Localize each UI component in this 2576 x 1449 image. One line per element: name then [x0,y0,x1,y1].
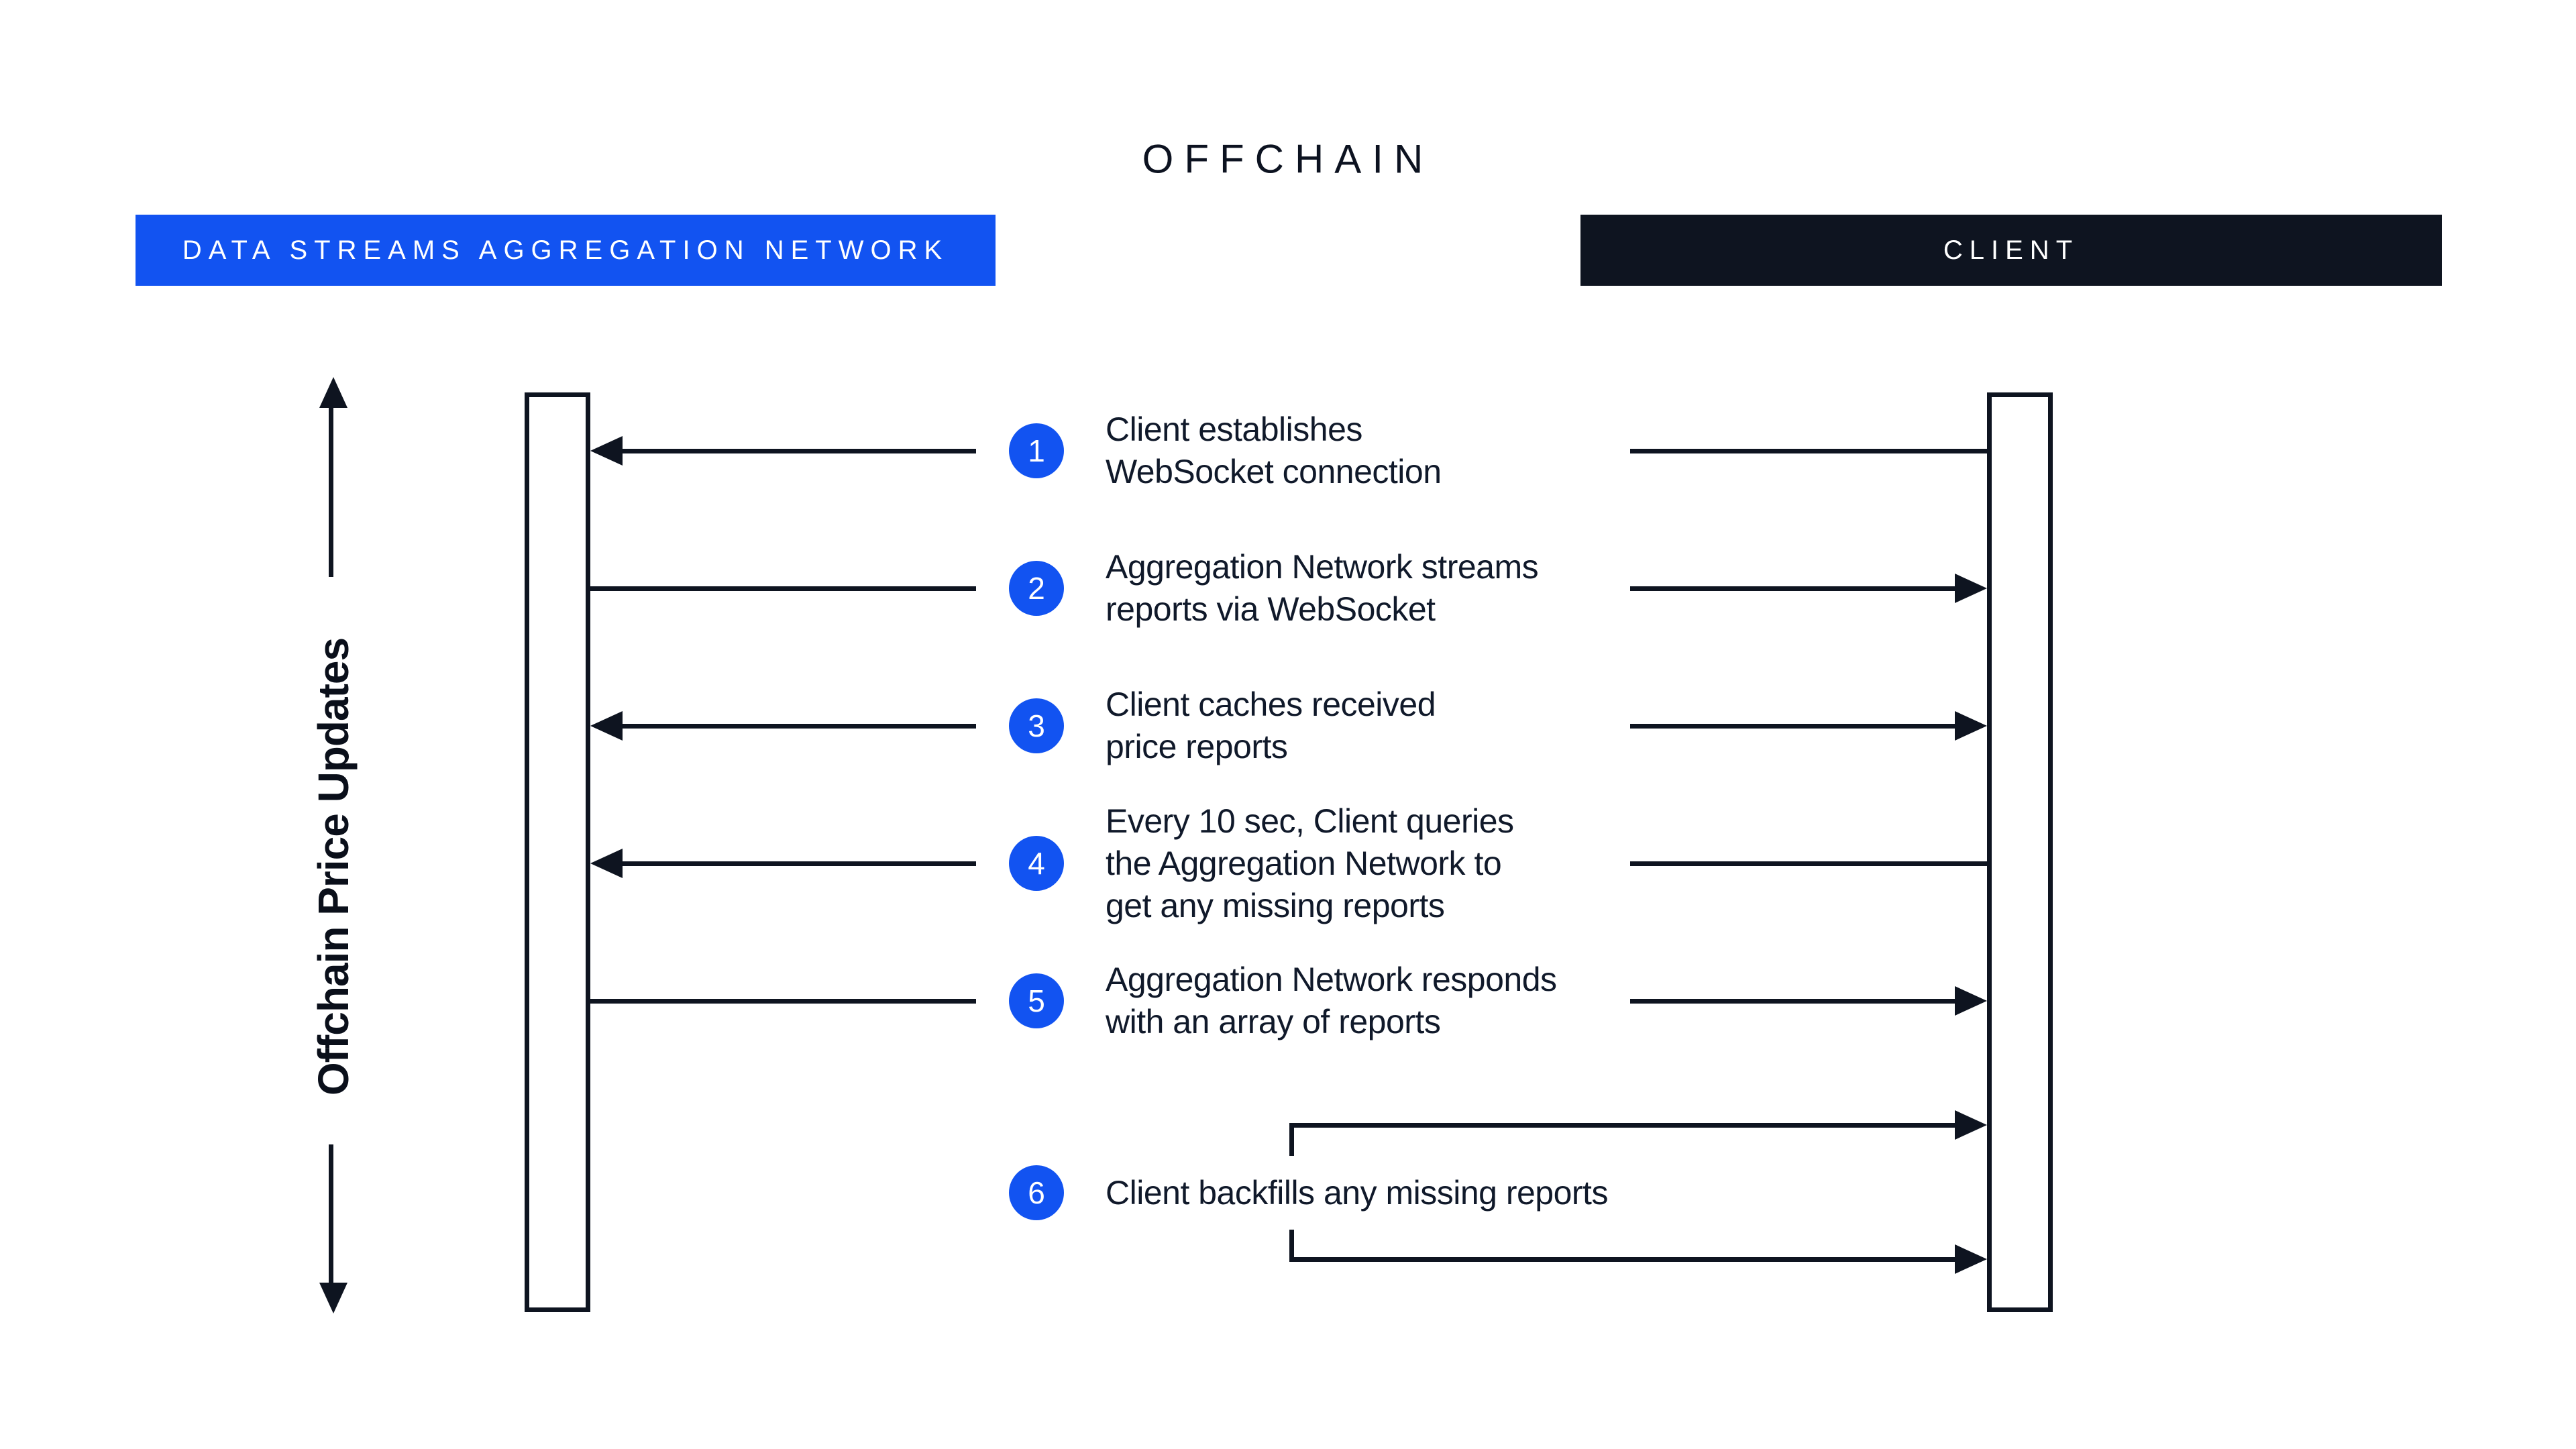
backfill-top-line [1289,1123,1955,1128]
message-line-left [621,724,976,729]
diagram-title: OFFCHAIN [1142,136,1434,182]
arrowhead-left-icon [590,849,623,878]
arrowhead-right-icon [1955,711,1987,741]
axis-up-line [329,407,333,577]
message-line-right [1630,449,1987,453]
message-line-right [1630,861,1987,866]
message-line-left [621,861,976,866]
step-text-1: Client establishes WebSocket connection [1106,411,1442,490]
step-badge-3: 3 [1009,698,1064,753]
axis-down-line [329,1144,333,1284]
step-text-6: Client backfills any missing reports [1106,1156,1635,1230]
step-badge-1: 1 [1009,423,1064,478]
step-text-5: Aggregation Network responds with an arr… [1106,961,1557,1040]
arrowhead-right-icon [1955,1110,1987,1140]
message-line-left [590,586,976,591]
message-line-right [1630,586,1956,591]
step-badge-2: 2 [1009,561,1064,616]
arrowhead-right-icon [1955,574,1987,603]
axis-down-arrowhead-icon [319,1283,347,1313]
actor-header-aggregation-network: DATA STREAMS AGGREGATION NETWORK [136,215,996,286]
step-badge-4: 4 [1009,836,1064,891]
arrowhead-left-icon [590,711,623,741]
lifeline-client [1987,392,2053,1312]
axis-up-arrowhead-icon [319,377,347,408]
arrowhead-right-icon [1955,1244,1987,1274]
message-line-right [1630,999,1956,1004]
backfill-bottom-line [1289,1257,1955,1262]
step-text-3: Client caches received price reports [1106,686,1436,765]
axis-label: Offchain Price Updates [309,637,358,1096]
step-text-4: Every 10 sec, Client queries the Aggrega… [1106,802,1514,924]
message-line-left [621,449,976,453]
step-badge-6: 6 [1009,1165,1064,1220]
arrowhead-right-icon [1955,986,1987,1016]
message-line-right [1630,724,1956,729]
message-line-left [590,999,976,1004]
step-text-2: Aggregation Network streams reports via … [1106,548,1539,628]
lifeline-aggregation-network [525,392,590,1312]
arrowhead-left-icon [590,436,623,466]
actor-header-client: CLIENT [1580,215,2442,286]
step-badge-5: 5 [1009,973,1064,1028]
